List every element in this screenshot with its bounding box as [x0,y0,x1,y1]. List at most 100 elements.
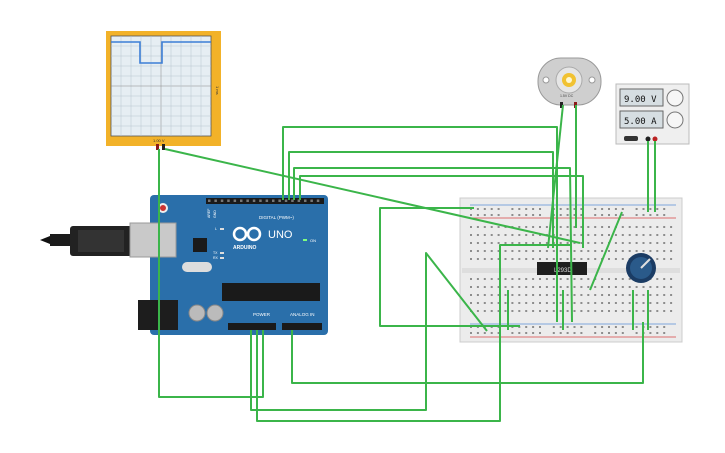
breadboard-hole[interactable] [525,208,528,210]
breadboard-hole[interactable] [601,278,604,280]
breadboard-hole[interactable] [587,226,590,228]
breadboard-hole[interactable] [656,294,659,296]
breadboard-hole[interactable] [566,332,569,334]
breadboard-hole[interactable] [552,250,555,252]
breadboard-hole[interactable] [566,278,569,280]
breadboard-hole[interactable] [635,242,638,244]
breadboard-hole[interactable] [470,332,472,334]
breadboard-hole[interactable] [663,250,666,252]
breadboard-hole[interactable] [635,250,638,252]
breadboard-hole[interactable] [663,242,666,244]
header-pin[interactable] [259,199,262,203]
breadboard-hole[interactable] [663,326,666,328]
breadboard-hole[interactable] [559,310,562,312]
breadboard-hole[interactable] [525,286,528,288]
breadboard-hole[interactable] [594,302,597,304]
breadboard-hole[interactable] [635,226,638,228]
breadboard-hole[interactable] [483,214,486,216]
breadboard-hole[interactable] [511,208,514,210]
breadboard-hole[interactable] [601,310,604,312]
breadboard-hole[interactable] [670,310,673,312]
breadboard-hole[interactable] [483,226,486,228]
analog-header[interactable] [282,323,322,330]
oscilloscope[interactable]: 1 ms 1.00 V [106,31,221,150]
breadboard-hole[interactable] [573,226,576,228]
breadboard-hole[interactable] [497,208,500,210]
breadboard-hole[interactable] [635,310,638,312]
breadboard-hole[interactable] [511,302,514,304]
breadboard-hole[interactable] [490,332,493,334]
motor-terminal-neg[interactable] [560,102,563,108]
breadboard-hole[interactable] [497,258,500,260]
breadboard-hole[interactable] [476,226,479,228]
breadboard-hole[interactable] [539,278,541,280]
breadboard-hole[interactable] [525,326,528,328]
breadboard-hole[interactable] [476,214,479,216]
header-pin[interactable] [316,199,320,203]
breadboard-hole[interactable] [532,214,535,216]
breadboard-hole[interactable] [525,250,528,252]
breadboard-hole[interactable] [490,278,493,280]
breadboard-hole[interactable] [594,310,597,312]
breadboard-hole[interactable] [601,234,604,236]
breadboard-hole[interactable] [525,234,528,236]
breadboard-hole[interactable] [476,258,479,260]
breadboard-hole[interactable] [656,250,659,252]
breadboard-hole[interactable] [573,242,576,244]
breadboard-hole[interactable] [525,332,528,334]
breadboard-hole[interactable] [504,278,507,280]
breadboard-hole[interactable] [663,278,666,280]
breadboard-hole[interactable] [552,286,555,288]
reset-button[interactable] [158,203,168,213]
breadboard-hole[interactable] [470,226,472,228]
breadboard-hole[interactable] [621,310,624,312]
breadboard-hole[interactable] [504,302,507,304]
breadboard-hole[interactable] [490,310,493,312]
breadboard-hole[interactable] [628,226,631,228]
breadboard-hole[interactable] [635,332,638,334]
breadboard-hole[interactable] [532,258,535,260]
breadboard-hole[interactable] [587,302,590,304]
breadboard-hole[interactable] [594,326,597,328]
breadboard-hole[interactable] [580,332,583,334]
breadboard-hole[interactable] [628,250,631,252]
breadboard-hole[interactable] [566,214,569,216]
breadboard-hole[interactable] [594,332,597,334]
breadboard-hole[interactable] [580,258,583,260]
breadboard-hole[interactable] [670,234,673,236]
breadboard-hole[interactable] [559,214,562,216]
breadboard-hole[interactable] [532,286,535,288]
breadboard-hole[interactable] [511,294,514,296]
breadboard-hole[interactable] [545,310,548,312]
breadboard-hole[interactable] [539,258,541,260]
breadboard-hole[interactable] [525,310,528,312]
breadboard-hole[interactable] [518,278,521,280]
breadboard-hole[interactable] [545,278,548,280]
breadboard-hole[interactable] [656,258,659,260]
breadboard-hole[interactable] [635,208,638,210]
breadboard-hole[interactable] [552,258,555,260]
breadboard-hole[interactable] [594,208,597,210]
breadboard-hole[interactable] [608,294,610,296]
breadboard-hole[interactable] [663,234,666,236]
breadboard-hole[interactable] [670,242,673,244]
breadboard-hole[interactable] [573,286,576,288]
breadboard-hole[interactable] [614,214,617,216]
breadboard-hole[interactable] [587,242,590,244]
breadboard-hole[interactable] [545,226,548,228]
breadboard-hole[interactable] [539,214,541,216]
breadboard-hole[interactable] [566,242,569,244]
usb-port[interactable] [129,222,177,258]
breadboard-hole[interactable] [614,310,617,312]
breadboard-hole[interactable] [539,242,541,244]
breadboard-hole[interactable] [539,294,541,296]
breadboard-hole[interactable] [649,302,652,304]
breadboard-hole[interactable] [470,294,472,296]
breadboard-hole[interactable] [476,250,479,252]
breadboard-hole[interactable] [608,214,610,216]
breadboard-hole[interactable] [573,326,576,328]
breadboard-hole[interactable] [518,234,521,236]
breadboard-hole[interactable] [587,278,590,280]
breadboard-hole[interactable] [621,234,624,236]
breadboard-hole[interactable] [532,294,535,296]
